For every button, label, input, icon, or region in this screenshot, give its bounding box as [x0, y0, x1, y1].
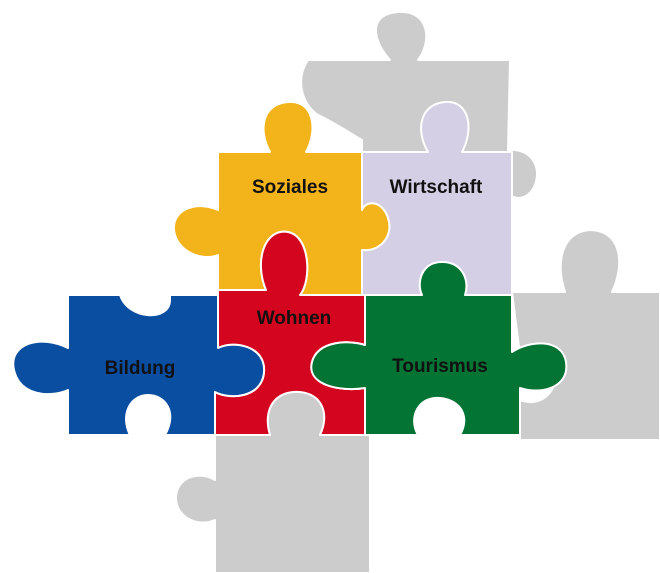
- label-tourismus: Tourismus: [392, 356, 488, 377]
- label-bildung: Bildung: [105, 358, 176, 379]
- label-wirtschaft: Wirtschaft: [390, 177, 483, 198]
- grey-piece-right: [511, 229, 660, 441]
- piece-bildung: [12, 294, 266, 436]
- label-wohnen: Wohnen: [257, 308, 332, 329]
- piece-labels: Soziales Wirtschaft Wohnen Bildung Touri…: [105, 177, 488, 379]
- colored-pieces: [12, 100, 568, 436]
- label-soziales: Soziales: [252, 177, 328, 198]
- piece-tourismus: [310, 261, 568, 436]
